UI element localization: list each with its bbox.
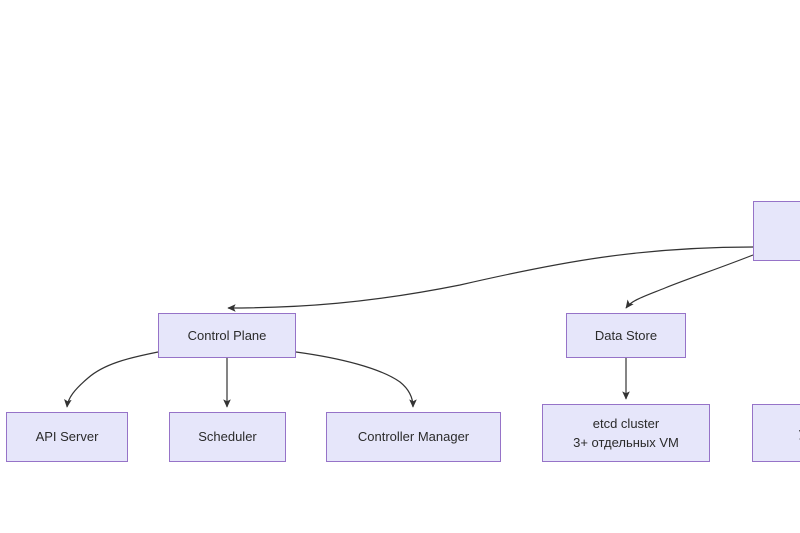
data-store-node[interactable]: Data Store bbox=[566, 313, 686, 358]
edge-root-to-data-store bbox=[625, 254, 754, 309]
api-server-node[interactable]: API Server bbox=[6, 412, 128, 462]
controller-manager-node-label: Controller Manager bbox=[357, 429, 470, 444]
controller-manager-node[interactable]: Controller Manager bbox=[326, 412, 501, 462]
scheduler-node[interactable]: Scheduler bbox=[169, 412, 286, 462]
install-node[interactable]: уста bbox=[752, 404, 800, 462]
data-store-node-label: Data Store bbox=[594, 327, 658, 343]
edge-control-plane-to-api-server bbox=[64, 351, 159, 408]
etcd-cluster-node-label: 3+ отдельных VM bbox=[573, 435, 679, 450]
edge-root-to-control-plane bbox=[227, 246, 754, 312]
api-server-node-label: API Server bbox=[35, 429, 99, 444]
edge-control-plane-to-controller-manager bbox=[295, 351, 417, 408]
control-plane-node-label: Control Plane bbox=[187, 327, 267, 343]
control-plane-node[interactable]: Control Plane bbox=[158, 313, 296, 358]
root-node[interactable]: КРаз bbox=[753, 201, 800, 261]
scheduler-node-label: Scheduler bbox=[198, 429, 257, 444]
etcd-cluster-node[interactable]: etcd cluster 3+ отдельных VM bbox=[542, 404, 710, 462]
etcd-cluster-node-label: etcd cluster bbox=[592, 416, 660, 431]
